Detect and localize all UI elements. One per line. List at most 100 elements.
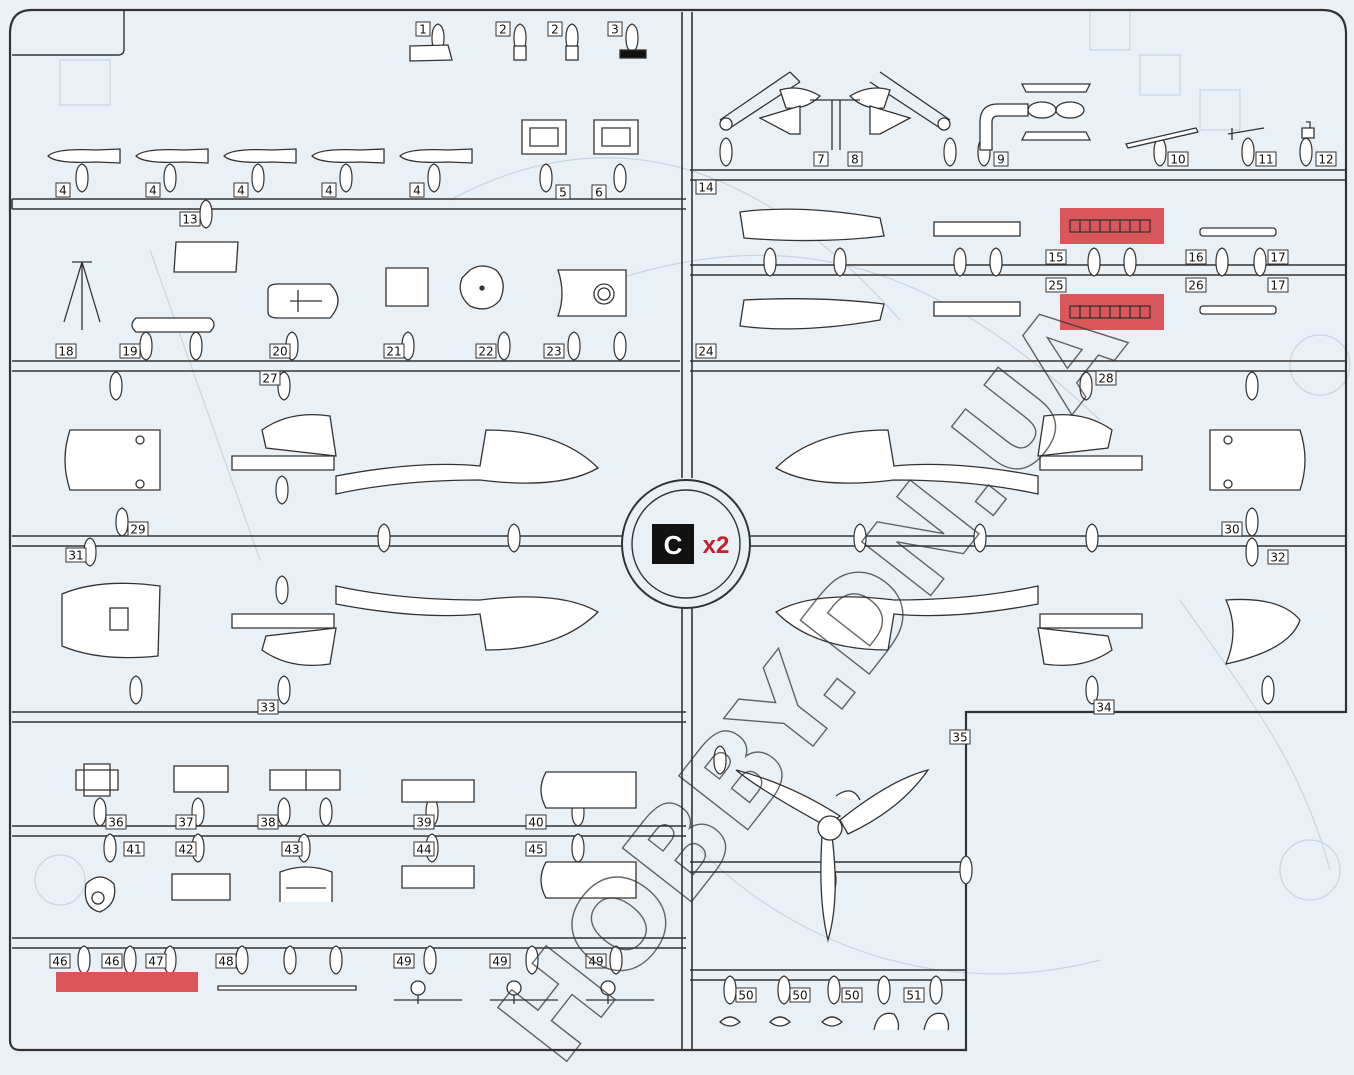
part-label-text: 20 xyxy=(272,345,287,359)
part-label-42: 42 xyxy=(175,841,197,857)
sprue-gate xyxy=(277,675,291,705)
part-label-text: 18 xyxy=(58,345,73,359)
part-29-shape xyxy=(64,429,161,491)
part-label-22: 22 xyxy=(475,343,497,359)
part-label-25: 25 xyxy=(1045,277,1067,293)
part-label-text: 4 xyxy=(413,184,421,198)
part-40-shape xyxy=(540,771,637,809)
sprue-gate xyxy=(77,945,91,975)
sprue-gate xyxy=(723,975,737,1005)
sprue-gate xyxy=(377,523,391,553)
part-label-14: 14 xyxy=(695,179,717,195)
sprue-gate xyxy=(1215,247,1229,277)
part-label-text: 49 xyxy=(588,955,603,969)
part-label-28: 28 xyxy=(1095,370,1117,386)
part-23-shape xyxy=(557,269,627,317)
sprue-gate xyxy=(1085,675,1099,705)
part-label-5: 5 xyxy=(555,184,571,200)
part-label-text: 9 xyxy=(997,153,1005,167)
part-34-wing xyxy=(774,585,1143,667)
sprue-gate xyxy=(427,163,441,193)
part-3-shape xyxy=(619,49,647,59)
part-label-text: 2 xyxy=(551,23,559,37)
part-label-text: 33 xyxy=(260,701,275,715)
part-label-text: 40 xyxy=(528,816,543,830)
part-27-wing xyxy=(231,413,600,495)
sprue-gate xyxy=(189,331,203,361)
part-label-text: 12 xyxy=(1318,153,1333,167)
part-7-8-landing-gear xyxy=(719,71,951,150)
part-21-shape xyxy=(385,267,429,307)
sprue-gate xyxy=(423,945,437,975)
part-label-text: 8 xyxy=(851,153,859,167)
part-label-text: 51 xyxy=(906,989,921,1003)
part-label-36: 36 xyxy=(105,814,127,830)
part-label-text: 1 xyxy=(419,23,427,37)
sprue-gate xyxy=(163,163,177,193)
part-label-4: 4 xyxy=(409,182,425,198)
part-label-15: 15 xyxy=(1045,249,1067,265)
sprue-gate xyxy=(129,675,143,705)
sprue-gate xyxy=(283,945,297,975)
part-label-text: 3 xyxy=(611,23,619,37)
part-50-51-shapes xyxy=(719,1012,950,1031)
part-label-17: 17 xyxy=(1267,277,1289,293)
part-label-text: 49 xyxy=(396,955,411,969)
sprue-gate xyxy=(275,475,289,505)
runners xyxy=(11,12,1346,1050)
part-label-38: 38 xyxy=(257,814,279,830)
part-18-shape xyxy=(63,261,101,330)
part-label-text: 16 xyxy=(1188,251,1203,265)
part-label-text: 50 xyxy=(792,989,807,1003)
sprue-gate xyxy=(827,975,841,1005)
sprue-gate xyxy=(877,975,891,1005)
part-label-11: 11 xyxy=(1255,151,1277,167)
sprue-gate xyxy=(625,23,639,53)
part-24-shape xyxy=(739,298,885,330)
part-label-43: 43 xyxy=(281,841,303,857)
part-label-29: 29 xyxy=(127,521,149,537)
sprue-gate xyxy=(1299,137,1313,167)
part-35-propeller xyxy=(735,768,930,943)
part-label-33: 33 xyxy=(257,699,279,715)
sprue-gate xyxy=(1245,537,1259,567)
part-label-text: 44 xyxy=(416,843,431,857)
part-label-text: 29 xyxy=(130,523,145,537)
sprue-gate xyxy=(139,331,153,361)
part-label-text: 25 xyxy=(1048,279,1063,293)
watermark-text: HOBBY.DN.UA xyxy=(473,274,1151,1075)
part-label-text: 17 xyxy=(1270,279,1285,293)
part-label-text: 48 xyxy=(218,955,233,969)
part-label-24: 24 xyxy=(695,343,717,359)
sprue-gate xyxy=(277,371,291,401)
sprue-gate xyxy=(123,945,137,975)
sprue-gate xyxy=(613,163,627,193)
sprue-gate xyxy=(163,945,177,975)
part-label-text: 39 xyxy=(416,816,431,830)
sprue-gate xyxy=(103,833,117,863)
part-label-40: 40 xyxy=(525,814,547,830)
part-label-2: 2 xyxy=(547,21,563,37)
part-45-shape xyxy=(540,861,637,899)
part-label-46: 46 xyxy=(101,953,123,969)
part-label-17: 17 xyxy=(1267,249,1289,265)
sprue-gate xyxy=(1253,247,1267,277)
sprue-gate xyxy=(275,575,289,605)
part-label-text: 5 xyxy=(559,186,567,200)
part-label-39: 39 xyxy=(413,814,435,830)
sprue-gate xyxy=(1085,523,1099,553)
sprue-gate xyxy=(943,137,957,167)
part-label-text: 6 xyxy=(595,186,603,200)
part-label-49: 49 xyxy=(585,953,607,969)
part-25-shape xyxy=(933,301,1021,317)
part-label-3: 3 xyxy=(607,21,623,37)
part-label-10: 10 xyxy=(1167,151,1189,167)
part-label-text: 47 xyxy=(148,955,163,969)
part-label-16: 16 xyxy=(1185,249,1207,265)
part-label-text: 22 xyxy=(478,345,493,359)
part-label-text: 15 xyxy=(1048,251,1063,265)
part-label-8: 8 xyxy=(847,151,863,167)
sprue-frame xyxy=(8,8,1348,1052)
part-label-9: 9 xyxy=(993,151,1009,167)
